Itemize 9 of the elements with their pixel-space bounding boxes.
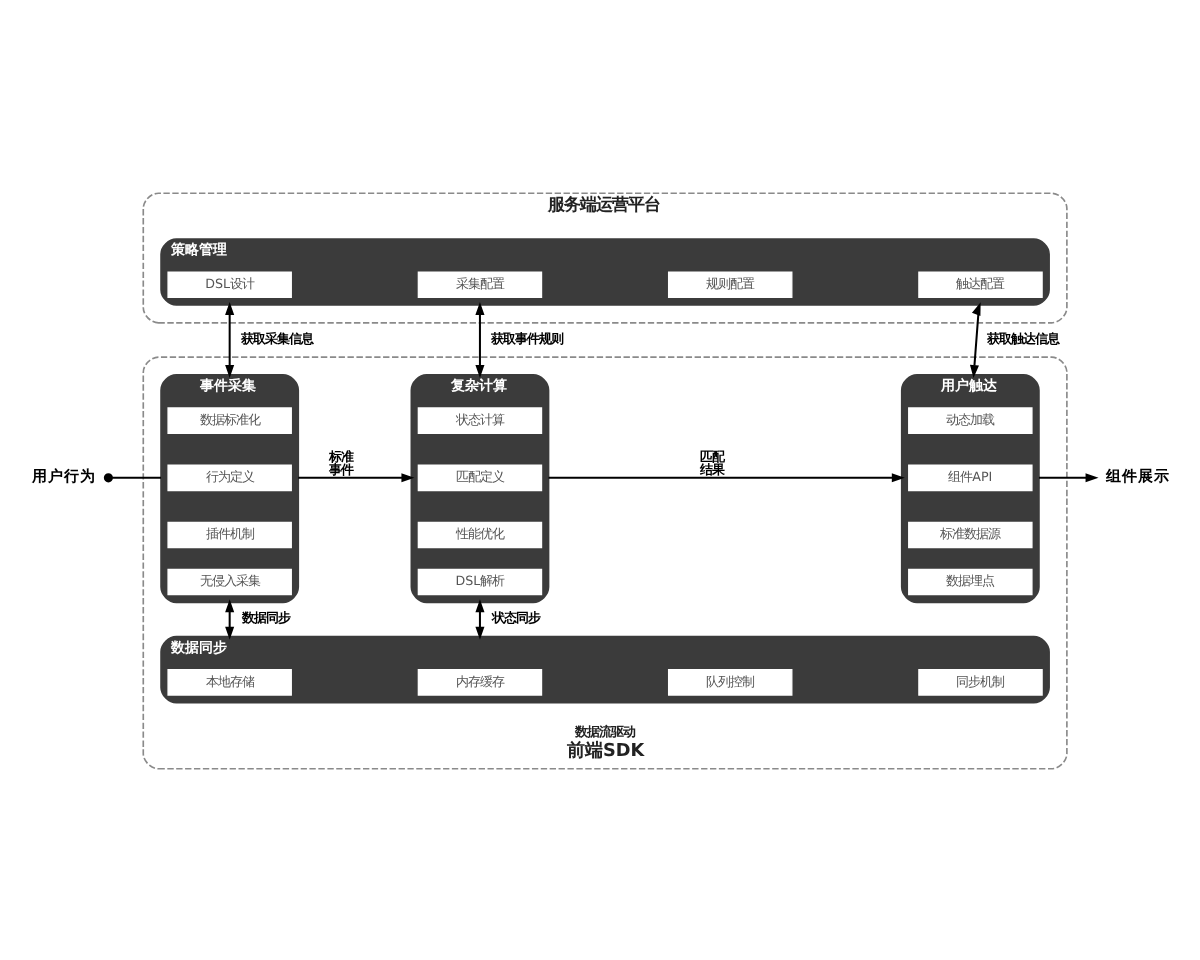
arrow [298, 472, 415, 482]
arrow [225, 300, 235, 377]
arrow [475, 598, 485, 639]
arrow [548, 472, 905, 482]
arrow [969, 301, 981, 377]
arrow [1038, 472, 1099, 482]
connector [103, 472, 162, 482]
arrow [225, 598, 235, 639]
arrow [475, 300, 485, 377]
